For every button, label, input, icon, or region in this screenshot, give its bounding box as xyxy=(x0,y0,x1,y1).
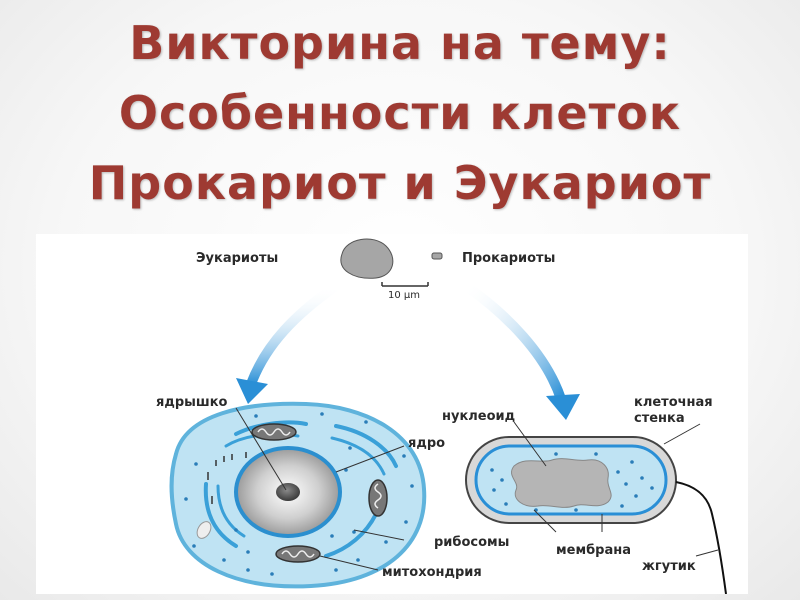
label-cell-wall-2: стенка xyxy=(634,411,685,426)
pointer-mitochondria xyxy=(319,555,379,571)
scale-label: 10 μm xyxy=(388,290,420,301)
label-nucleoid: нуклеоид xyxy=(442,409,515,424)
mitochondrion-right xyxy=(368,479,388,517)
label-ribosomes: рибосомы xyxy=(434,535,509,550)
label-membrane: мембрана xyxy=(556,543,631,558)
eukaryote-cell-small xyxy=(340,238,394,279)
label-nucleus: ядро xyxy=(408,436,445,451)
title-line-3: Прокариот и Эукариот xyxy=(88,156,712,210)
label-flagellum: жгутик xyxy=(642,559,696,574)
flagellum xyxy=(675,481,727,594)
label-eukaryotes: Эукариоты xyxy=(196,251,278,266)
pointer-nucleus xyxy=(335,445,405,473)
arrow-head-right xyxy=(546,394,580,420)
mitochondrion-bottom xyxy=(275,545,321,563)
cell-diagram-svg: Эукариоты Прокариоты 10 μm xyxy=(156,238,727,594)
label-nucleolus: ядрышко xyxy=(156,395,228,410)
arrow-to-eukaryote xyxy=(246,281,341,389)
nucleoid xyxy=(511,458,612,508)
pointer-ribosomes xyxy=(353,529,405,541)
eukaryotic-cell xyxy=(169,401,427,589)
slide-title: Викторина на тему: Особенности клеток Пр… xyxy=(0,8,800,218)
arrow-to-prokaryote xyxy=(461,281,566,404)
pointer-cell-wall xyxy=(663,423,701,445)
cell-diagram: Эукариоты Прокариоты 10 μm xyxy=(36,234,748,594)
pointer-nucleoid xyxy=(513,421,547,467)
label-prokaryotes: Прокариоты xyxy=(462,251,555,266)
title-line-1: Викторина на тему: xyxy=(129,16,671,70)
mitochondrion-top xyxy=(251,423,297,441)
arrow-head-left xyxy=(236,378,268,404)
pointer-flagellum xyxy=(695,549,719,557)
label-mitochondria: митохондрия xyxy=(382,565,482,580)
pointer-nucleolus xyxy=(235,407,287,491)
label-cell-wall-1: клеточная xyxy=(634,395,713,410)
nucleolus xyxy=(276,483,300,501)
prokaryotic-cell xyxy=(465,436,677,524)
title-line-2: Особенности клеток xyxy=(118,86,682,140)
pointer-ribosomes-pro xyxy=(533,509,557,533)
prokaryote-cell-small xyxy=(431,252,443,260)
